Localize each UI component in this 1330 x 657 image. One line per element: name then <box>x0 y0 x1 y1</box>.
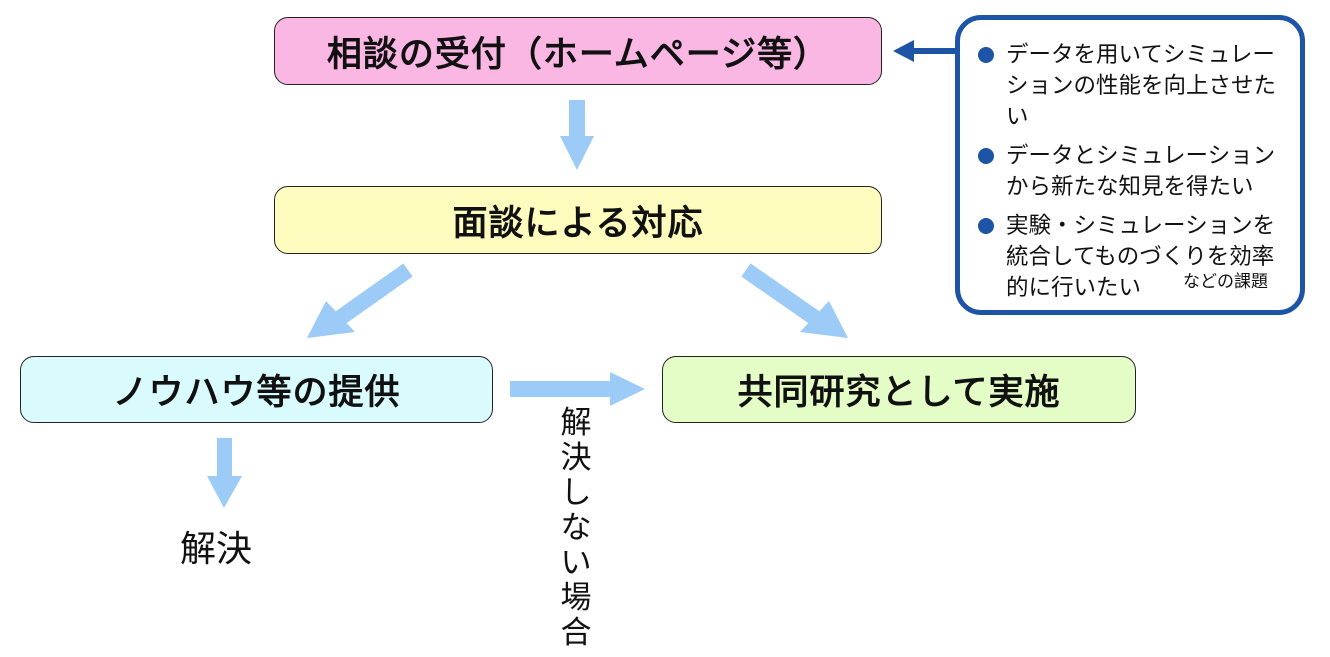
issue-item: データを用いてシミュレーションの性能を向上させたい <box>978 40 1286 133</box>
arrow-interview-to-joint <box>741 263 848 338</box>
bullet-icon <box>978 148 994 164</box>
knowhow-box: ノウハウ等の提供 <box>20 356 493 423</box>
issues-list: データを用いてシミュレーションの性能を向上させたい データとシミュレーションから… <box>978 40 1286 304</box>
interview-box: 面談による対応 <box>274 186 882 254</box>
arrow-interview-to-knowhow <box>307 263 413 338</box>
interview-label: 面談による対応 <box>452 203 704 244</box>
resolved-label: 解決 <box>180 529 253 570</box>
issues-panel: データを用いてシミュレーションの性能を向上させたい データとシミュレーションから… <box>955 15 1305 315</box>
reception-label: 相談の受付（ホームページ等） <box>326 34 830 75</box>
issue-text: 実験・シミュレーションを統合してものづくりを効率的に行いたい <box>1006 213 1276 301</box>
arrow-knowhow-to-joint <box>510 372 645 406</box>
knowhow-label: ノウハウ等の提供 <box>112 373 401 413</box>
bullet-icon <box>978 47 994 63</box>
issues-note: などの課題 <box>1183 272 1268 292</box>
issue-item: データとシミュレーションから新たな知見を得たい <box>978 141 1286 203</box>
bullet-icon <box>978 218 994 234</box>
issue-item: 実験・シミュレーションを統合してものづくりを効率的に行いたい <box>978 211 1286 304</box>
reception-box: 相談の受付（ホームページ等） <box>274 17 882 85</box>
arrow-reception-to-interview <box>560 100 594 170</box>
unresolved-label: 解決しない場合 <box>560 405 592 651</box>
joint-research-box: 共同研究として実施 <box>662 356 1136 423</box>
joint-research-label: 共同研究として実施 <box>737 373 1061 413</box>
arrow-knowhow-to-resolved <box>207 438 242 508</box>
arrow-panel-to-reception <box>893 40 957 62</box>
issue-text: データとシミュレーションから新たな知見を得たい <box>1006 143 1276 200</box>
issue-text: データを用いてシミュレーションの性能を向上させたい <box>1006 42 1277 130</box>
